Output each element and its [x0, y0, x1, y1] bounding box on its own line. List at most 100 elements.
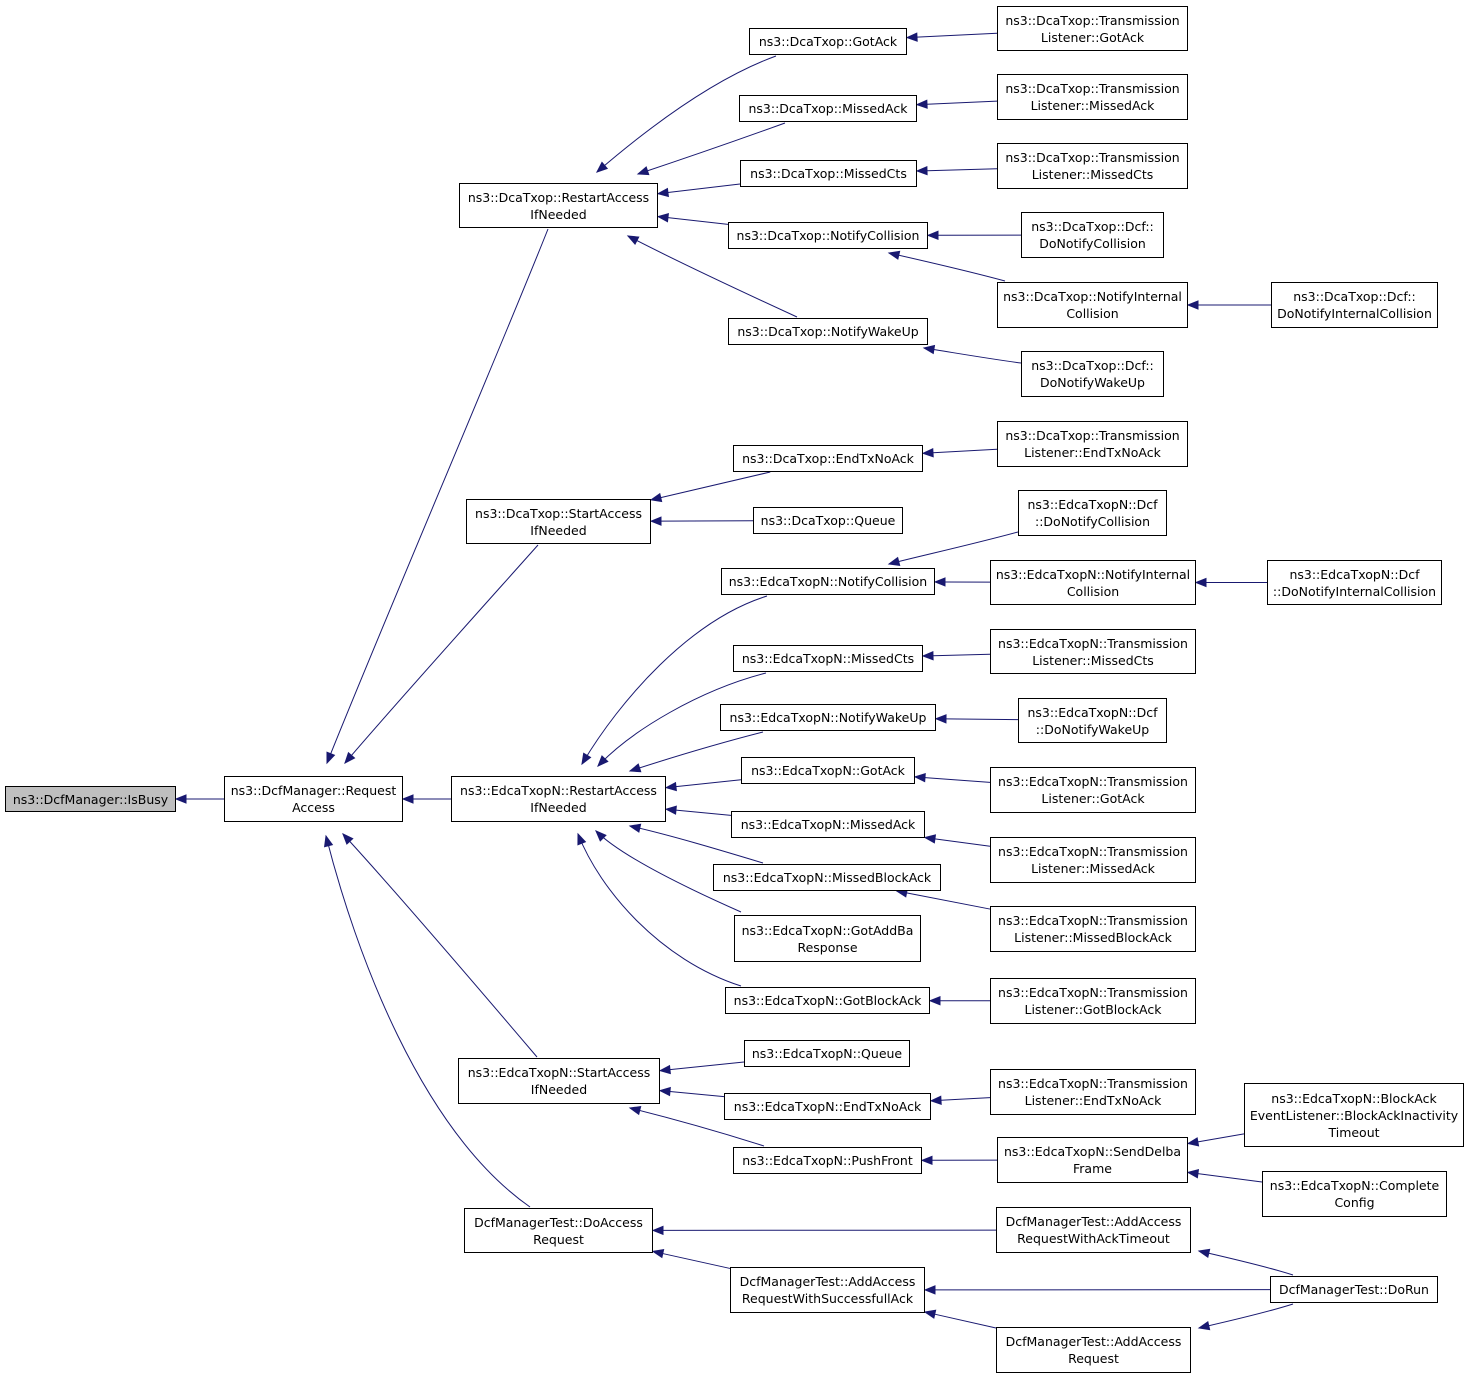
node-label-line: Listener::MissedCts: [1031, 167, 1154, 182]
arrow-head: [626, 235, 640, 246]
call-edge: [629, 731, 764, 772]
call-edge: [906, 892, 991, 910]
node-label-line: ns3::DcaTxop::Transmission: [1005, 12, 1180, 28]
node-label-line: DcfManagerTest::AddAccess: [1005, 1334, 1182, 1349]
node-label-line: ns3::DcaTxop::NotifyCollision: [736, 228, 920, 243]
node-label-line: Frame: [1073, 1161, 1112, 1176]
graph-node-edca-missedack[interactable]: ns3::EdcaTxopN::MissedAck: [731, 811, 925, 838]
graph-node-dcf-donotifyinternal[interactable]: ns3::DcaTxop::Dcf::DoNotifyInternalColli…: [1271, 282, 1438, 328]
arrow-head: [920, 1155, 933, 1166]
node-label-line: ns3::EdcaTxopN::Transmission: [998, 985, 1188, 1000]
graph-node-edca-gotblockack[interactable]: ns3::EdcaTxopN::GotBlockAck: [725, 987, 930, 1014]
arrow-head: [401, 794, 414, 804]
node-label-line: ns3::DcaTxop::MissedAck: [748, 101, 908, 116]
node-label-line: Listener::GotBlockAck: [1024, 1002, 1162, 1017]
node-label-line: IfNeeded: [530, 800, 587, 815]
graph-node-dca-queue[interactable]: ns3::DcaTxop::Queue: [753, 507, 903, 534]
node-label-line: ns3::EdcaTxopN::SendDelba: [1003, 1144, 1182, 1159]
graph-node-dcftest-dorun[interactable]: DcfManagerTest::DoRun: [1270, 1276, 1438, 1303]
graph-node-isbusy: ns3::DcfManager::IsBusy: [5, 786, 176, 812]
graph-node-dca-gotack[interactable]: ns3::DcaTxop::GotAck: [749, 28, 907, 55]
node-label-line: ns3::EdcaTxopN::Transmission: [998, 635, 1188, 651]
arrow-head: [1186, 1169, 1200, 1179]
arrow-head: [913, 772, 926, 783]
node-label-line: Collision: [1066, 306, 1119, 321]
arrow-head: [934, 714, 947, 724]
call-edge: [667, 217, 729, 225]
node-label-line: DoNotifyCollision: [1039, 236, 1146, 251]
call-edge: [629, 825, 764, 864]
node-label-line: Timeout: [1328, 1124, 1380, 1140]
arrow-head: [1197, 1248, 1211, 1258]
node-label-line: DcfManagerTest::AddAccess: [1005, 1214, 1182, 1229]
call-edge: [932, 653, 991, 657]
graph-node-edca-pushfront[interactable]: ns3::EdcaTxopN::PushFront: [733, 1147, 922, 1174]
node-label-line: Response: [797, 939, 858, 955]
arrow-head: [915, 99, 928, 109]
graph-node-dcf-donotifycoll[interactable]: ns3::DcaTxop::Dcf::DoNotifyCollision: [1021, 212, 1164, 258]
graph-node-edca-notifywake[interactable]: ns3::EdcaTxopN::NotifyWakeUp: [720, 704, 936, 731]
arrow-head: [926, 230, 939, 241]
graph-node-dca-missedcts[interactable]: ns3::DcaTxop::MissedCts: [740, 160, 917, 187]
graph-node-edcadcf-donotifywake[interactable]: ns3::EdcaTxopN::Dcf::DoNotifyWakeUp: [1018, 698, 1167, 743]
arrow-head: [887, 556, 901, 566]
node-label-line: ns3::EdcaTxopN::EndTxNoAck: [733, 1099, 922, 1114]
graph-node-edca-endtxnoack[interactable]: ns3::EdcaTxopN::EndTxNoAck: [724, 1093, 931, 1120]
arrow-head: [628, 823, 642, 833]
node-label-line: ns3::EdcaTxopN::Transmission: [998, 844, 1188, 859]
graph-node-edca-notifycoll[interactable]: ns3::EdcaTxopN::NotifyCollision: [721, 568, 935, 595]
node-label-line: Collision: [1066, 583, 1120, 599]
graph-node-edcadcf-donotifyinternal[interactable]: ns3::EdcaTxopN::Dcf::DoNotifyInternalCol…: [1267, 560, 1442, 605]
graph-node-dcf-donotifywake[interactable]: ns3::DcaTxop::Dcf::DoNotifyWakeUp: [1021, 351, 1164, 397]
graph-node-dca-endtxnoack[interactable]: ns3::DcaTxop::EndTxNoAck: [733, 445, 923, 472]
node-label-line: ::DoNotifyCollision: [1035, 514, 1150, 529]
call-edge: [595, 830, 742, 913]
node-label-line: ns3::EdcaTxopN::NotifyCollision: [728, 574, 928, 589]
graph-node-dca-missedack[interactable]: ns3::DcaTxop::MissedAck: [739, 95, 917, 122]
node-label-line: ns3::DcaTxop::GotAck: [758, 34, 898, 49]
arrow-head: [915, 165, 928, 176]
node-label-line: ns3::EdcaTxopN::MissedBlockAck: [722, 870, 932, 885]
node-label-line: ns3::DcaTxop::StartAccess: [475, 505, 642, 521]
call-edge: [888, 531, 1019, 565]
graph-node-edcadcf-donotifycoll[interactable]: ns3::EdcaTxopN::Dcf::DoNotifyCollision: [1018, 490, 1167, 536]
arrow-head: [326, 751, 336, 765]
graph-node-edca-queue[interactable]: ns3::EdcaTxopN::Queue: [744, 1040, 910, 1067]
node-label-line: ns3::EdcaTxopN::MissedAck: [740, 817, 916, 832]
node-label-line: Listener::EndTxNoAck: [1024, 445, 1161, 460]
graph-node-edca-missedblockack[interactable]: ns3::EdcaTxopN::MissedBlockAck: [713, 864, 941, 891]
graph-node-edca-missedcts[interactable]: ns3::EdcaTxopN::MissedCts: [733, 645, 923, 672]
arrow-head: [656, 187, 669, 198]
call-edge: [888, 252, 1006, 282]
graph-node-dca-notifycoll[interactable]: ns3::DcaTxop::NotifyCollision: [728, 222, 928, 249]
graph-node-edca-gotack[interactable]: ns3::EdcaTxopN::GotAck: [741, 757, 915, 784]
call-edge: [669, 1061, 745, 1071]
call-edge: [577, 833, 742, 987]
graph-node-dca-notifywake[interactable]: ns3::DcaTxop::NotifyWakeUp: [728, 318, 928, 345]
